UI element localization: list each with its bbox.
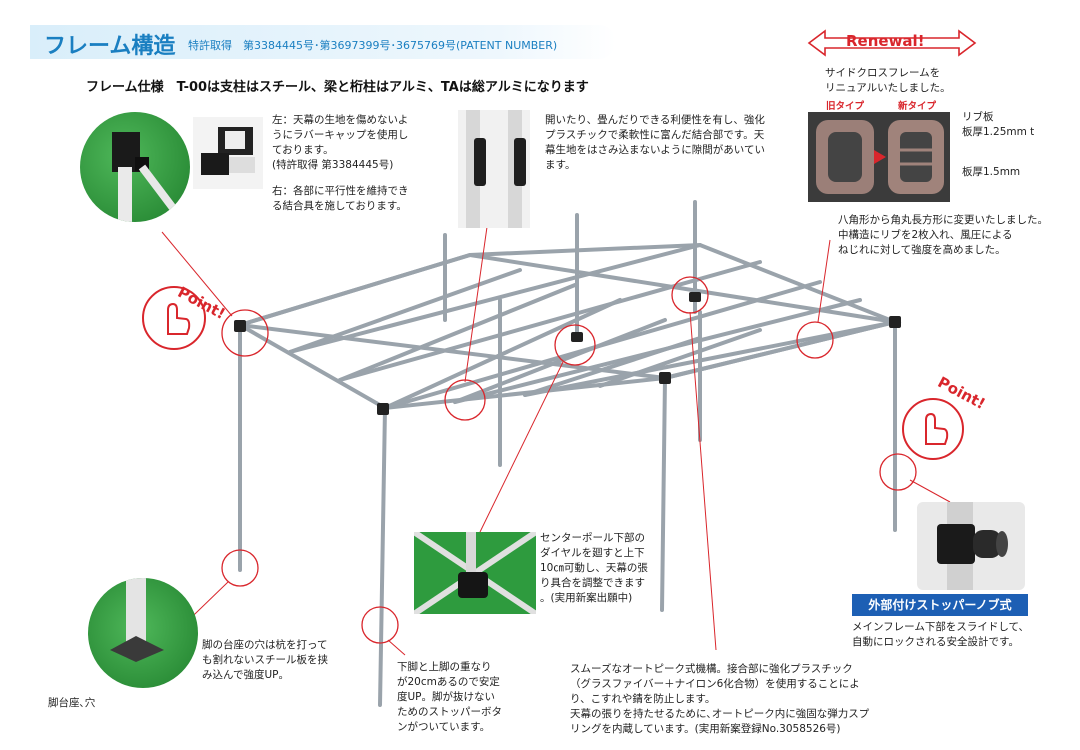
rib-plate-note: リブ板 板厚1.25mm t <box>962 111 1035 138</box>
rubber-cap-photo <box>80 112 190 222</box>
cross-section-photo <box>808 112 950 202</box>
rubber-cap-illustration <box>112 132 186 222</box>
renewal-explain: 八角形から角丸長方形に変更いたしました。 中構造にリブを2枚入れ、風圧による ね… <box>838 214 1048 256</box>
leg-base-illustration <box>110 578 164 662</box>
corner-joint <box>659 372 671 384</box>
point-hand-illustration <box>925 412 949 445</box>
center-pole-photo <box>414 532 536 614</box>
corner-joint <box>889 316 901 328</box>
center-pole-note: センターポール下部の ダイヤルを廻すと上下 10㎝可動し、天幕の張 り具合を調整… <box>540 532 648 604</box>
plate-thickness-note: 板厚1.5mm <box>962 166 1021 178</box>
joint-photo <box>458 110 530 228</box>
leg-overlap-note: 下脚と上脚の重なり が20cmあるので安定 度UP。脚が抜けない ためのストッパ… <box>397 661 502 733</box>
point-hand-illustration <box>167 302 191 335</box>
leg-base-photo <box>88 578 198 688</box>
joint-illustration <box>466 110 526 228</box>
corner-joint <box>234 320 246 332</box>
autopeak-note: スムーズなオートピーク式機構。接合部に強化プラスチック （グラスファイバー＋ナイ… <box>570 663 870 735</box>
stopper-badge: 外部付けストッパーノブ式 <box>852 594 1028 616</box>
stopper-knob-photo <box>917 502 1025 590</box>
joint-note: 開いたり、畳んだりできる利便性を有し、強化 プラスチックで柔軟性に富んだ結合部で… <box>545 114 765 171</box>
new-type-label: 新タイプ <box>898 101 937 112</box>
center-joint <box>571 332 583 342</box>
frame-spec-line: フレーム仕様 T-00は支柱はスチール、梁と桁柱はアルミ、TAは総アルミになりま… <box>86 80 589 95</box>
center-joint <box>689 292 701 302</box>
cross-section-illustration <box>816 120 944 194</box>
renewal-arrow-icon <box>807 29 977 57</box>
renewal-desc: サイドクロスフレームを リニュアルいたしました。 <box>825 67 951 94</box>
stopper-note: メインフレーム下部をスライドして、 自動にロックされる安全設計です。 <box>852 621 1030 648</box>
base-caption: 脚台座､穴 <box>48 697 96 709</box>
parallel-joint-note: 右：各部に平行性を維持でき る結合具を施しております。 <box>272 185 409 212</box>
renewal-label: Renewal! <box>846 32 925 50</box>
title-bar <box>30 25 616 59</box>
rubber-cap-note: 左：天幕の生地を傷めないよ うにラバーキャップを使用し ております。 (特許取得… <box>272 114 409 171</box>
center-pole-illustration <box>414 532 536 614</box>
point-hand-icon <box>902 398 964 460</box>
joint-parts-photo <box>193 117 263 189</box>
stopper-knob-illustration <box>937 502 1008 590</box>
page-title: フレーム構造 <box>44 34 176 59</box>
old-type-label: 旧タイプ <box>826 101 865 112</box>
base-note: 脚の台座の穴は杭を打って も割れないスチール板を挟 み込んで強度UP。 <box>202 639 328 681</box>
corner-joint <box>377 403 389 415</box>
point-hand-icon <box>142 286 206 350</box>
patent-numbers: 特許取得 第3384445号･第3697399号･3675769号(PATENT… <box>188 39 558 52</box>
joint-parts-illustration <box>201 127 255 175</box>
